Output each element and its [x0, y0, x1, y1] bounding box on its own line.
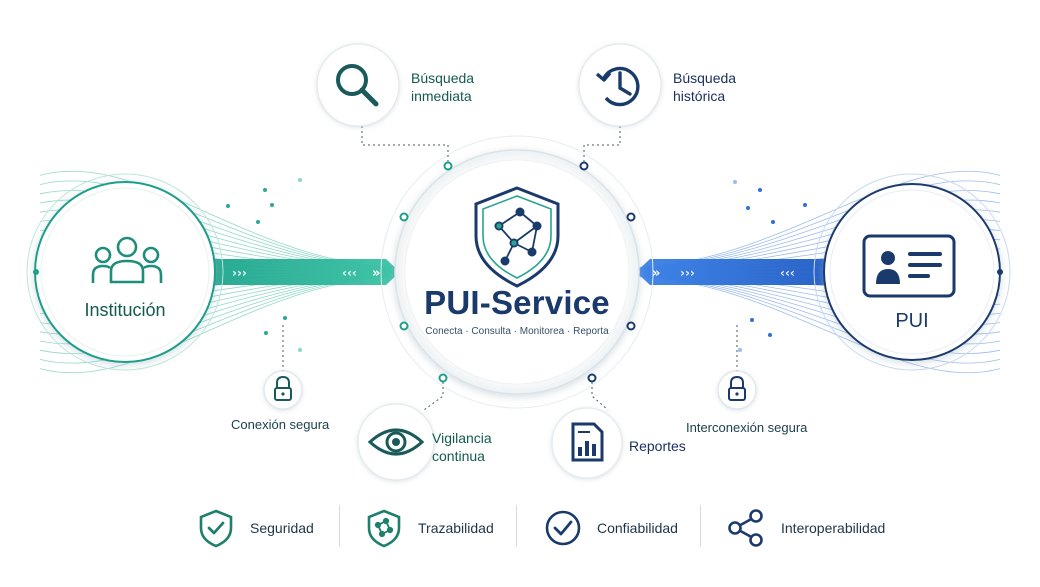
bottom-item-confiabilidad: Confiabilidad — [543, 508, 678, 548]
particle-dot — [803, 203, 807, 207]
lock-badge-right — [717, 370, 757, 410]
pui-node — [813, 173, 1011, 371]
institucion-label: Institución — [84, 300, 166, 320]
history-icon — [595, 66, 640, 107]
hub-title: PUI-Service — [424, 284, 610, 321]
svg-text:»: » — [372, 266, 380, 281]
interconexion-segura-label: Interconexión segura — [686, 420, 808, 435]
bottom-item-seguridad: Seguridad — [196, 508, 314, 548]
particle-dot — [768, 333, 772, 337]
lock-icon — [274, 375, 292, 401]
hub-subtitle: Conecta · Consulta · Monitorea · Reporta — [425, 326, 609, 337]
svg-text:›››: ››› — [680, 266, 695, 280]
particle-dot — [256, 220, 260, 224]
busqueda-inmediata-badge — [316, 43, 400, 127]
particle-dot — [263, 188, 267, 192]
institucion-node — [26, 173, 224, 371]
shield-network-icon — [367, 509, 401, 548]
busqueda-inmediata-label: Búsqueda inmediata — [411, 69, 474, 105]
vigilancia-label: Vigilancia continua — [432, 429, 492, 465]
particle-dot — [298, 348, 302, 352]
divider — [339, 505, 340, 547]
particle-dot — [264, 331, 268, 335]
particle-dot — [733, 180, 737, 184]
particle-dot — [298, 178, 302, 182]
particle-dot — [771, 220, 775, 224]
reportes-badge — [551, 407, 623, 479]
bottom-label: Seguridad — [250, 520, 314, 536]
bottom-item-interoperabilidad: Interoperabilidad — [725, 508, 885, 548]
busqueda-historica-label: Búsqueda histórica — [673, 69, 736, 105]
svg-text:»: » — [652, 266, 660, 281]
teal-arrow-bar: ››› ‹‹‹ » — [210, 259, 400, 285]
particle-dot — [758, 188, 762, 192]
label-line: Vigilancia — [432, 430, 492, 446]
blue-arrow-bar: » ››› ‹‹‹ — [636, 259, 828, 285]
svg-text:‹‹‹: ‹‹‹ — [342, 266, 357, 280]
shield-check-icon — [199, 509, 233, 548]
pui-label: PUI — [895, 310, 929, 332]
busqueda-historica-badge — [578, 43, 662, 127]
dotted-connectors — [282, 126, 738, 411]
report-icon — [571, 422, 604, 462]
label-line: Búsqueda — [411, 70, 475, 86]
particle-dot — [746, 206, 750, 210]
particle-dot — [270, 203, 274, 207]
vigilancia-badge — [357, 403, 435, 481]
check-circle-icon — [545, 510, 581, 546]
shield-network-logo — [474, 186, 560, 288]
label-line: Búsqueda — [673, 70, 737, 86]
bottom-label: Trazabilidad — [418, 520, 494, 536]
share-icon — [728, 509, 763, 547]
particle-dot — [738, 348, 742, 352]
bottom-item-trazabilidad: Trazabilidad — [364, 508, 494, 548]
lock-badge-left — [263, 370, 303, 410]
decorative-particles — [226, 178, 807, 352]
svg-text:‹‹‹: ‹‹‹ — [780, 266, 795, 280]
id-card-icon — [862, 234, 956, 298]
lock-icon — [728, 375, 746, 401]
svg-text:›››: ››› — [232, 266, 247, 280]
conexion-segura-label: Conexión segura — [231, 417, 330, 432]
particle-dot — [283, 316, 287, 320]
divider — [516, 505, 517, 547]
label-line: continua — [432, 448, 485, 464]
bottom-label: Interoperabilidad — [781, 520, 886, 536]
label-line: inmediata — [411, 88, 472, 104]
particle-dot — [750, 318, 754, 322]
eye-icon — [367, 428, 425, 456]
reportes-label: Reportes — [629, 438, 686, 454]
users-icon — [91, 236, 163, 284]
particle-dot — [226, 204, 230, 208]
divider — [700, 505, 701, 547]
search-icon — [336, 64, 379, 107]
bottom-label: Confiabilidad — [597, 520, 678, 536]
label-line: histórica — [673, 88, 726, 104]
pui-service-hub — [380, 135, 654, 409]
